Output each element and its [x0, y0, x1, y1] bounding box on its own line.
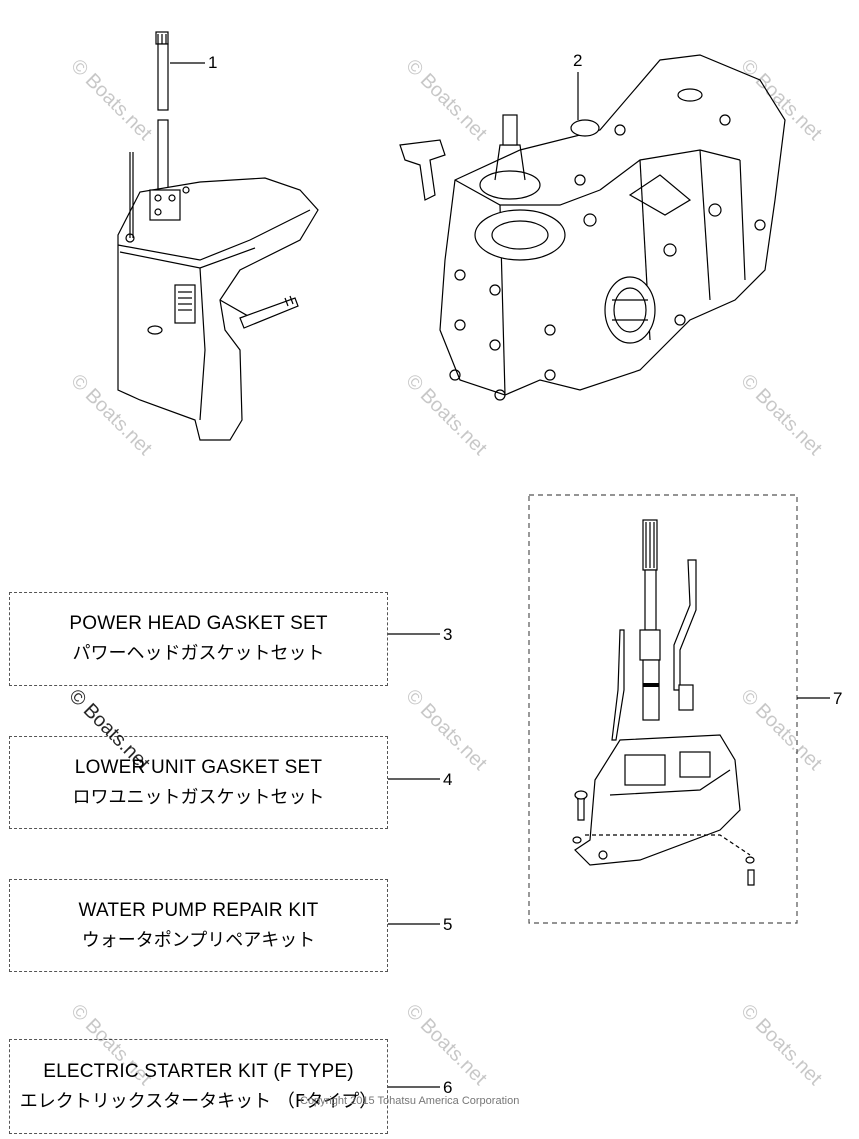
callout-2[interactable]: 2	[573, 51, 583, 70]
callout-6[interactable]: 6	[443, 1078, 453, 1097]
part-7-assembly[interactable]	[528, 494, 798, 924]
kit-label-en: WATER PUMP REPAIR KIT	[78, 899, 319, 921]
kit-water-pump-repair-kit[interactable]: WATER PUMP REPAIR KIT ウォータポンプリペアキット	[9, 879, 388, 972]
kit-label-jp: パワーヘッドガスケットセット	[72, 643, 325, 664]
kit-label-jp: ウォータポンプリペアキット	[81, 929, 316, 951]
kit-label-en: LOWER UNIT GASKET SET	[74, 756, 323, 778]
part-1-lower-unit[interactable]	[117, 31, 319, 441]
kit-label-jp: エレクトリックスタータキット （Fタイプ）	[19, 1090, 378, 1112]
callout-3[interactable]: 3	[443, 625, 453, 644]
kit-label-jp: ロワユニットガスケットセット	[72, 786, 325, 808]
kit-label-en: POWER HEAD GASKET SET	[69, 613, 328, 634]
kit-electric-starter-kit[interactable]: ELECTRIC STARTER KIT (F TYPE) エレクトリックスター…	[9, 1039, 388, 1134]
callout-5[interactable]: 5	[443, 915, 453, 934]
copyright-text: Copyright 2015 Tohatsu America Corporati…	[300, 1095, 520, 1107]
callout-4[interactable]: 4	[443, 770, 453, 789]
kit-power-head-gasket-set[interactable]: POWER HEAD GASKET SET パワーヘッドガスケットセット	[9, 592, 388, 686]
leader-lines	[170, 62, 830, 1088]
callout-7[interactable]: 7	[833, 689, 843, 708]
kit-label-en: ELECTRIC STARTER KIT (F TYPE)	[43, 1060, 354, 1082]
part-2-power-head[interactable]	[399, 54, 786, 401]
kit-lower-unit-gasket-set[interactable]: LOWER UNIT GASKET SET ロワユニットガスケットセット	[9, 736, 388, 829]
callout-1[interactable]: 1	[208, 53, 218, 72]
